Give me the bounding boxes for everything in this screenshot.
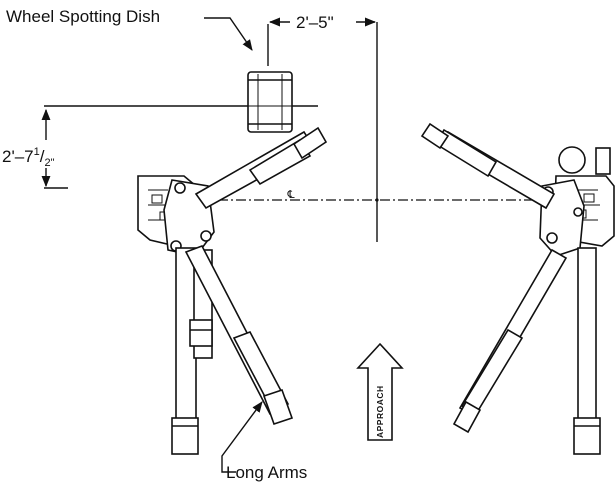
wheel-spotting-dish-label: Wheel Spotting Dish: [6, 7, 160, 26]
long-arms-leader: [221, 401, 263, 473]
vertical-dimension-text: 2'–71/2": [2, 146, 55, 169]
right-lift-assembly: [420, 122, 615, 455]
right-long-arm: [452, 248, 568, 434]
right-pressure-gauge: [558, 146, 586, 174]
centerline-symbol: ℄: [286, 189, 296, 201]
left-short-arm: [194, 126, 328, 210]
right-short-arm: [420, 122, 556, 210]
horizontal-dimension-text: 2'–5": [296, 13, 334, 32]
long-arms-label: Long Arms: [226, 463, 307, 482]
left-vertical-arm: [171, 247, 199, 455]
approach-label: APPROACH: [375, 385, 385, 438]
lift-centerline: [200, 198, 560, 202]
left-lift-assembly: [137, 126, 328, 455]
approach-arrow: [356, 342, 404, 441]
wheel-spotting-dish-leader: [204, 17, 253, 51]
left-long-arm: [184, 245, 294, 426]
right-vertical-arm: [573, 247, 601, 455]
wheel-spotting-dish: [247, 71, 293, 133]
